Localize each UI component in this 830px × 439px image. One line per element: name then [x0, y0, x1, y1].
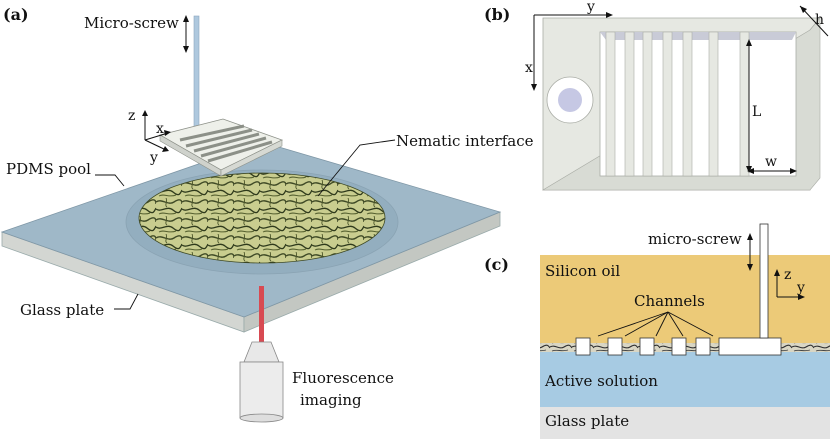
micro-screw-label-c: micro-screw: [648, 230, 742, 248]
objective-lens: [239, 341, 284, 423]
fluorescence-label-2: imaging: [300, 391, 362, 409]
micro-screw-label: Micro-screw: [84, 14, 179, 32]
channels-label: Channels: [634, 292, 705, 310]
nematic-interface-disk: [138, 172, 386, 264]
axis-z-c: z: [784, 267, 791, 283]
h-arrow-top: [800, 6, 807, 13]
L-arrow-bottom: [746, 166, 752, 173]
L-label: L: [752, 104, 761, 120]
L-arrow-top: [746, 39, 752, 46]
micro-screw-arrow-down: [183, 46, 189, 53]
panel-c: (c) micro-screw z y: [484, 223, 830, 439]
glass-plate-label-a: Glass plate: [20, 301, 104, 319]
active-solution-label: Active solution: [544, 372, 658, 390]
silicon-oil-layer: [540, 255, 830, 347]
panel-b-label: (b): [484, 5, 510, 24]
channel-frame-c: [575, 337, 782, 356]
axis-y-b-arrow: [606, 12, 613, 18]
glass-plate-label-c: Glass plate: [545, 412, 629, 430]
channels-leaders: [597, 311, 714, 337]
micro-screw-rod-c: [759, 223, 769, 339]
silicon-oil-label: Silicon oil: [545, 262, 620, 280]
pdms-pool-label: PDMS pool: [6, 160, 91, 178]
axes-a: [142, 110, 171, 152]
axis-y-a: y: [149, 150, 158, 166]
screw-head: [558, 88, 582, 112]
fluorescence-label-1: Fluorescence: [292, 369, 394, 387]
laser-beam: [259, 286, 264, 342]
nematic-interface-label: Nematic interface: [396, 132, 534, 150]
w-label: w: [765, 154, 777, 170]
active-solution-layer: [540, 347, 830, 407]
axis-x-a: x: [156, 121, 164, 137]
micro-screw-arrow-up: [183, 15, 189, 22]
micro-screw-c-arrow-up: [747, 233, 753, 240]
axis-y-c-arrow: [798, 294, 805, 300]
pdms-leader: [95, 174, 125, 187]
axis-z-c-arrow: [774, 269, 780, 276]
w-arrow-right: [790, 168, 797, 174]
channel-frame-a: [158, 118, 284, 177]
axis-y-b: y: [586, 0, 595, 15]
panel-a: (a) Micro-screw: [0, 5, 534, 423]
micro-screw-rod: [193, 15, 200, 129]
channel-walls-b: [605, 31, 750, 177]
panel-b: (b) y x h L: [484, 0, 829, 191]
axis-y-c: y: [796, 280, 805, 296]
glass-plate-layer: [540, 407, 830, 439]
axis-x-b: x: [525, 60, 533, 76]
w-arrow-left: [747, 168, 754, 174]
axis-z-a: z: [128, 108, 135, 124]
axis-x-b-arrow: [531, 84, 537, 91]
glass-plate-leader: [114, 293, 139, 310]
panel-a-label: (a): [3, 5, 29, 24]
micro-screw-c-arrow-down: [747, 264, 753, 271]
nematic-leader: [317, 139, 396, 197]
panel-c-label: (c): [484, 255, 509, 274]
h-label: h: [815, 12, 824, 28]
